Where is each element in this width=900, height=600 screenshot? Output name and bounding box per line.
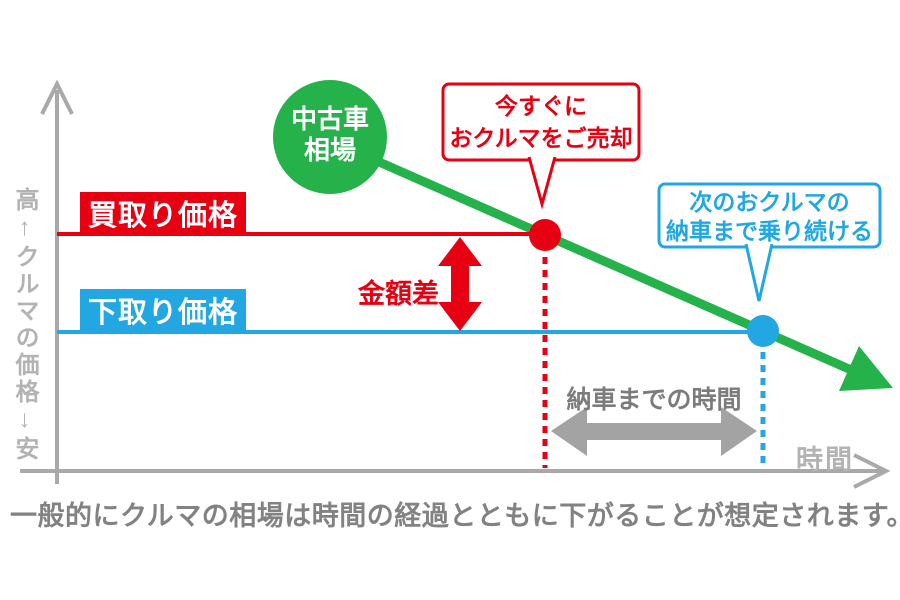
y-axis-label: 高↑クルマの価格↓安	[11, 187, 38, 463]
market-bubble-label: 中古車 相場	[272, 104, 388, 166]
callout-sell-now-line2: おクルマをご売却	[449, 125, 633, 151]
delivery-time-label: 納車までの時間	[566, 386, 742, 414]
callout-sell-now-text: 今すぐに おクルマをご売却	[444, 90, 638, 154]
callout-keep-riding-shape	[657, 182, 882, 302]
market-bubble-line1: 中古車	[290, 104, 369, 134]
callout-keep-riding-line2: 納車まで乗り続ける	[666, 218, 873, 244]
sell-now-point	[529, 219, 561, 251]
caption-text: 一般的にクルマの相場は時間の経過とともに下がることが想定されます。	[10, 501, 900, 531]
tradein-price-label: 下取り価格	[80, 289, 246, 331]
callout-keep-riding-line1: 次のおクルマの	[689, 189, 850, 215]
x-axis-label: 時間	[796, 445, 854, 475]
callout-sell-now-shape	[441, 82, 641, 210]
market-bubble-circle	[273, 80, 387, 194]
delivery-point	[747, 315, 779, 347]
market-bubble-line2: 相場	[303, 135, 356, 165]
callout-keep-riding-text: 次のおクルマの 納車まで乗り続ける	[659, 188, 880, 246]
buyback-price-label: 買取り価格	[80, 192, 246, 234]
price-gap-arrow-icon	[438, 237, 482, 331]
delivery-time-arrow-icon	[551, 407, 757, 456]
y-axis-arrow-icon	[40, 79, 74, 115]
x-axis-arrow-icon	[853, 453, 891, 489]
price-gap-label: 金額差	[358, 279, 439, 309]
market-price-arrowhead-icon	[839, 346, 893, 391]
callout-sell-now-line1: 今すぐに	[495, 93, 587, 119]
